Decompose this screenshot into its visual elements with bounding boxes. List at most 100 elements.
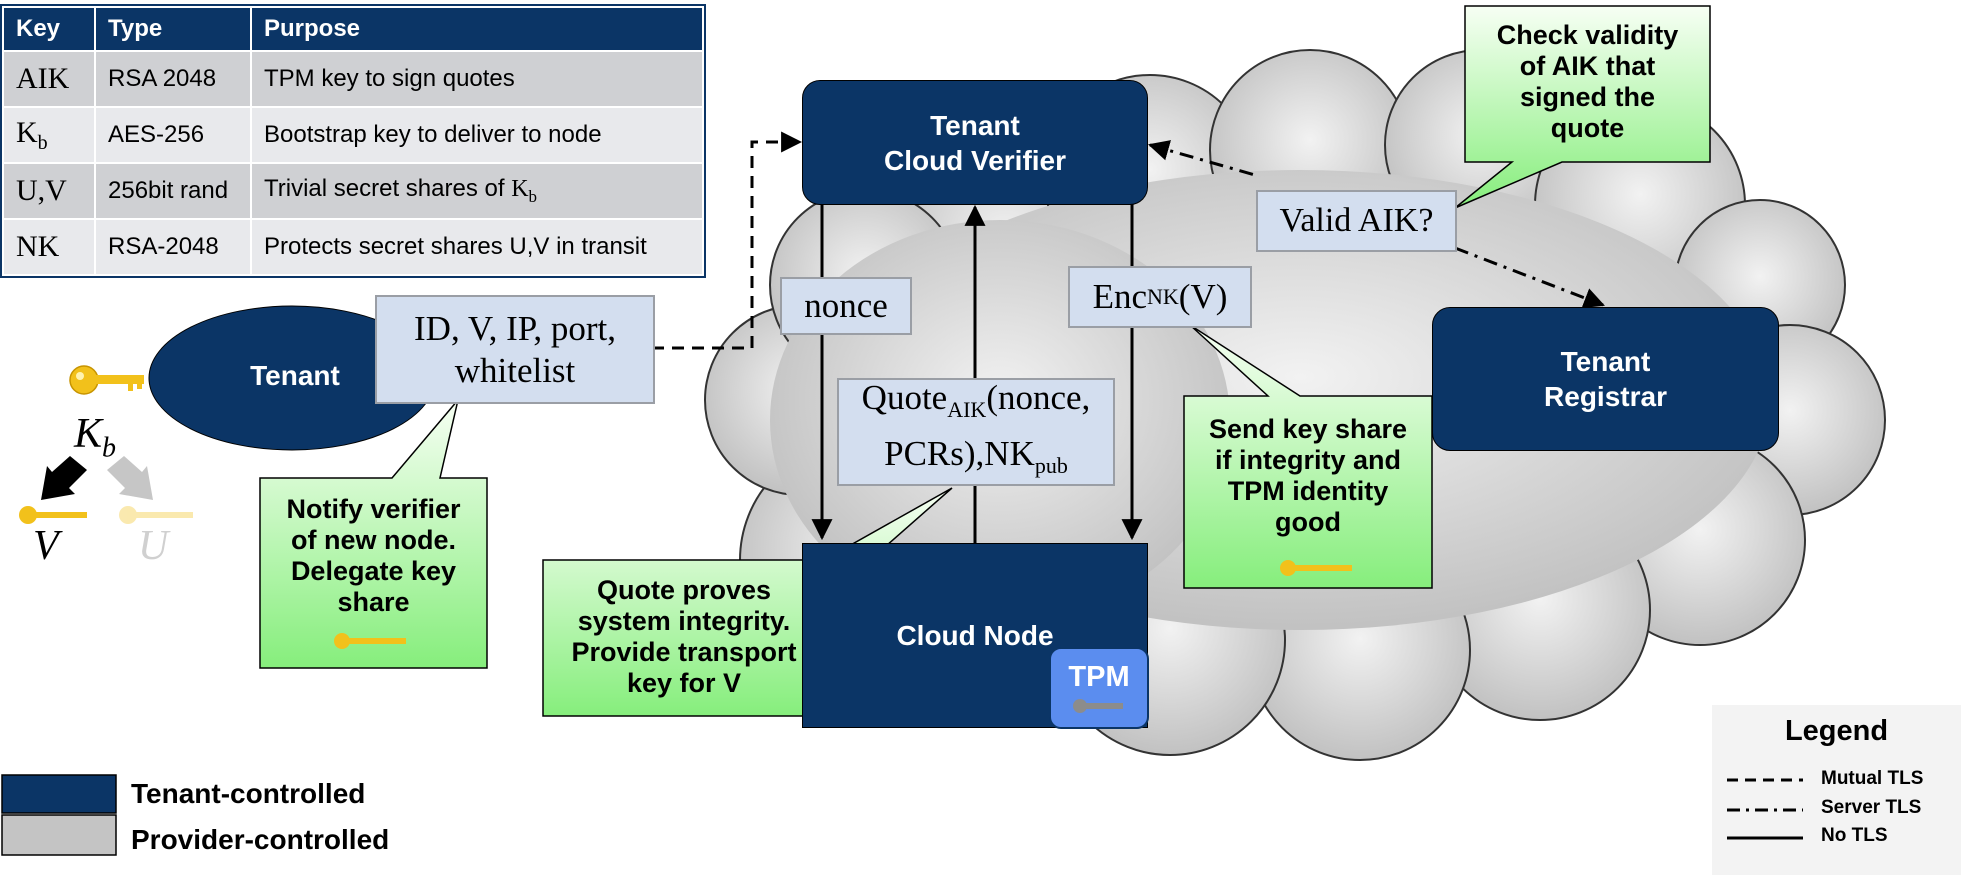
kb-label: Kb [74, 410, 116, 464]
callout-quote-line4: key for V [626, 668, 742, 698]
kb-symbol: K [74, 411, 103, 457]
legend-mutual-label: Mutual TLS [1821, 768, 1924, 789]
table-row: AIK RSA 2048 TPM key to sign quotes [2, 50, 704, 108]
table-cell-purpose: Protects secret shares U,V in transit [250, 218, 704, 276]
purpose-key-subscript: b [528, 186, 538, 206]
quote-line1: QuoteAIK(nonce, [862, 376, 1091, 432]
u-key-icon [119, 506, 193, 524]
quote-tail: (nonce, [986, 378, 1091, 417]
callout-check-aik-line2: of AIK that [1519, 51, 1656, 81]
callout-quote-line3: Provide transport [571, 637, 797, 667]
callout-check-aik-line4: quote [1550, 113, 1625, 143]
legend-server-label: Server TLS [1821, 797, 1922, 818]
callout-send-key-shape [1183, 324, 1433, 589]
callout-send-key-icon [1280, 560, 1352, 576]
callout-send-key-line4: good [1275, 507, 1341, 537]
bootstrap-key-icon [69, 365, 144, 395]
callout-check-aik: Check validity of AIK that signed the qu… [1465, 20, 1710, 144]
tpm-label: TPM [1068, 661, 1130, 693]
callout-quote-line2: system integrity. [577, 606, 791, 636]
table-cell-key: NK [2, 218, 96, 276]
callout-send-key-line2: if integrity and [1214, 445, 1401, 475]
registrar-label-line1: Tenant [1560, 346, 1651, 377]
table-cell-type: RSA-2048 [94, 218, 252, 276]
table-cell-purpose: TPM key to sign quotes [250, 50, 704, 108]
cloud-node-label: Cloud Node [896, 620, 1054, 651]
verifier-registrar-arrow [1147, 140, 1256, 177]
callout-notify-line1: Notify verifier [286, 494, 461, 524]
enc-tail: (V) [1178, 277, 1228, 316]
quote-line2: PCRs),NKpub [884, 432, 1068, 488]
key-subscript: b [37, 131, 48, 154]
key-table: Key Type Purpose AIK RSA 2048 TPM key to… [0, 4, 706, 278]
registrar-label-line2: Registrar [1544, 381, 1667, 412]
tenant-message-line2: whitelist [454, 350, 576, 390]
table-cell-type: RSA 2048 [94, 50, 252, 108]
tenant-controlled-label: Tenant-controlled [131, 778, 366, 809]
quote-line2-text: PCRs),NK [884, 434, 1035, 473]
callout-notify-key-icon [334, 633, 406, 649]
callout-send-key-line1: Send key share [1208, 414, 1408, 444]
provider-controlled-swatch [1, 814, 117, 856]
callout-notify-line4: share [337, 587, 410, 617]
table-row: NK RSA-2048 Protects secret shares U,V i… [2, 218, 704, 276]
callout-notify-line2: of new node. [291, 525, 456, 555]
table-cell-key: AIK [2, 50, 96, 108]
table-header-key: Key [2, 6, 96, 52]
callout-notify-line3: Delegate key [290, 556, 457, 586]
callout-send-key: Send key share if integrity and TPM iden… [1184, 414, 1432, 538]
callout-check-aik-line1: Check validity [1496, 20, 1679, 50]
split-arrow-u [107, 456, 153, 500]
table-header-type: Type [94, 6, 252, 52]
key-symbol: K [16, 115, 38, 149]
valid-aik-message: Valid AIK? [1256, 190, 1457, 252]
tenant-message: ID, V, IP, port, whitelist [375, 295, 655, 404]
verifier-registrar-arrow-2 [1454, 246, 1605, 309]
tpm-chip: TPM [1049, 647, 1149, 729]
table-row: Kb AES-256 Bootstrap key to deliver to n… [2, 106, 704, 164]
verifier-label-line2: Cloud Verifier [883, 144, 1067, 176]
table-cell-type: AES-256 [94, 106, 252, 164]
kb-subscript: b [102, 432, 117, 464]
table-cell-type: 256bit rand [94, 162, 252, 220]
table-cell-purpose: Bootstrap key to deliver to node [250, 106, 704, 164]
tenant-controlled-swatch [1, 774, 117, 814]
legend-none-label: No TLS [1821, 825, 1888, 846]
callout-send-key-line3: TPM identity [1227, 476, 1389, 506]
purpose-text: Trivial secret shares of [264, 175, 512, 203]
quote-subscript: AIK [947, 397, 987, 422]
table-cell-purpose: Trivial secret shares of Kb [250, 162, 704, 220]
tenant-cloud-verifier: Tenant Cloud Verifier [802, 80, 1148, 205]
table-row: U,V 256bit rand Trivial secret shares of… [2, 162, 704, 220]
u-label: U [138, 523, 169, 569]
legend-box [1712, 705, 1961, 875]
v-label: V [33, 523, 59, 569]
enc-subscript: NK [1147, 284, 1179, 309]
tenant-message-line1: ID, V, IP, port, [414, 308, 616, 348]
callout-notify-shape [259, 399, 488, 669]
table-cell-key: U,V [2, 162, 96, 220]
legend-title: Legend [1784, 715, 1889, 747]
tenant-label: Tenant [250, 360, 340, 391]
purpose-key: K [511, 176, 529, 203]
quote-label: Quote [861, 378, 948, 417]
quote-message: QuoteAIK(nonce, PCRs),NKpub [837, 378, 1115, 486]
callout-quote-proves: Quote proves system integrity. Provide t… [543, 575, 825, 699]
tenant-registrar: Tenant Registrar [1432, 307, 1779, 451]
table-header-purpose: Purpose [250, 6, 704, 52]
v-key-icon [19, 506, 87, 524]
callout-notify: Notify verifier of new node. Delegate ke… [260, 494, 487, 618]
callout-check-aik-shape [1454, 5, 1711, 209]
callout-check-aik-line3: signed the [1519, 82, 1655, 112]
table-cell-key: Kb [2, 106, 96, 164]
provider-controlled-label: Provider-controlled [131, 824, 390, 855]
quote-line2-subscript: pub [1034, 453, 1068, 478]
verifier-label-line1: Tenant [930, 109, 1020, 141]
enc-label: Enc [1092, 277, 1148, 316]
split-arrow-v [41, 456, 87, 500]
tpm-key-icon [1073, 699, 1123, 713]
nonce-message: nonce [780, 277, 912, 335]
callout-quote-line1: Quote proves [596, 575, 772, 605]
tenant-to-verifier-arrow [652, 131, 803, 350]
